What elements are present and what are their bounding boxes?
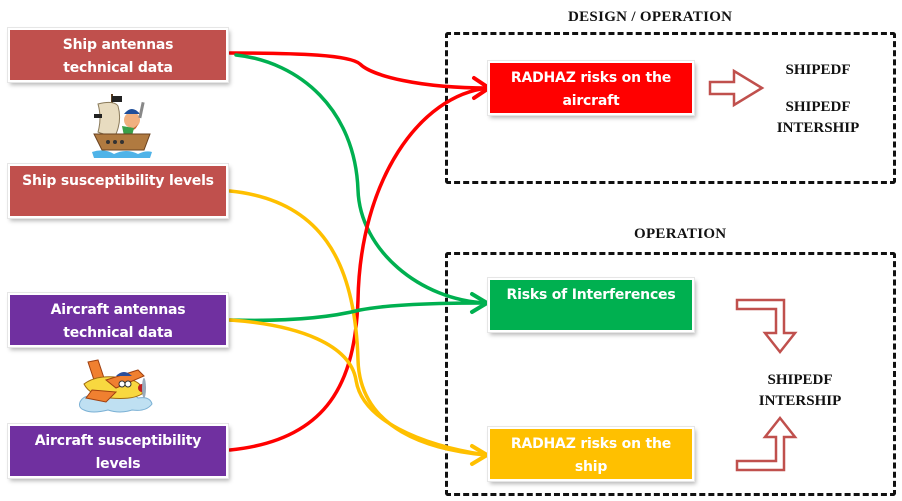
radhaz-aircraft-label: RADHAZ risks on the aircraft <box>510 70 672 109</box>
radhaz-risks-ship-node: RADHAZ risks on the ship <box>487 426 695 482</box>
aircraft-susceptibility-label: Aircraft susceptibility levels <box>34 433 202 472</box>
connector-ship-antennas-to-radhaz-aircraft <box>228 51 490 90</box>
operation-box <box>445 252 896 496</box>
bent-up-outline-arrow <box>735 415 798 472</box>
operation-title: OPERATION <box>634 226 727 242</box>
ship-susceptibility-label: Ship susceptibility levels <box>22 173 214 189</box>
arrowhead-interferences <box>470 292 489 314</box>
connector-aircraft-antennas-to-interferences <box>228 301 488 323</box>
radhaz-risks-aircraft-node: RADHAZ risks on the aircraft <box>487 60 695 116</box>
radhaz-ship-label: RADHAZ risks on the ship <box>510 436 672 475</box>
interferences-label: Risks of Interferences <box>506 287 676 303</box>
right-outline-arrow <box>708 68 765 108</box>
operation-tool-shipedf: SHIPEDF <box>767 372 833 388</box>
design-tool-shipedf: SHIPEDF <box>785 62 851 78</box>
ship-antennas-label: Ship antennas technical data <box>62 37 174 76</box>
aircraft-susceptibility-levels-node: Aircraft susceptibility levels <box>7 423 229 479</box>
aircraft-antennas-label: Aircraft antennas technical data <box>50 302 186 341</box>
design-operation-box <box>445 32 896 184</box>
bent-down-outline-arrow <box>735 298 798 355</box>
connector-ship-antennas-to-interferences <box>234 53 488 305</box>
design-operation-title: DESIGN / OPERATION <box>568 9 733 25</box>
design-tool-shipedf-2: SHIPEDF <box>785 99 851 115</box>
ship-antennas-technical-data-node: Ship antennas technical data <box>7 27 229 83</box>
design-tool-intership: INTERSHIP <box>776 120 860 136</box>
operation-tool-intership: INTERSHIP <box>758 393 842 409</box>
risks-of-interferences-node: Risks of Interferences <box>487 277 695 333</box>
connector-ship-susceptibility-to-radhaz-ship <box>228 189 488 457</box>
arrowhead-radhaz-ship <box>470 444 489 466</box>
pirate-ship-icon <box>92 94 152 158</box>
cartoon-plane-icon <box>79 359 153 413</box>
connector-aircraft-antennas-to-radhaz-ship <box>228 318 488 457</box>
connector-aircraft-susceptibility-to-radhaz-aircraft <box>228 86 490 452</box>
ship-susceptibility-levels-node: Ship susceptibility levels <box>7 163 229 219</box>
aircraft-antennas-technical-data-node: Aircraft antennas technical data <box>7 292 229 348</box>
